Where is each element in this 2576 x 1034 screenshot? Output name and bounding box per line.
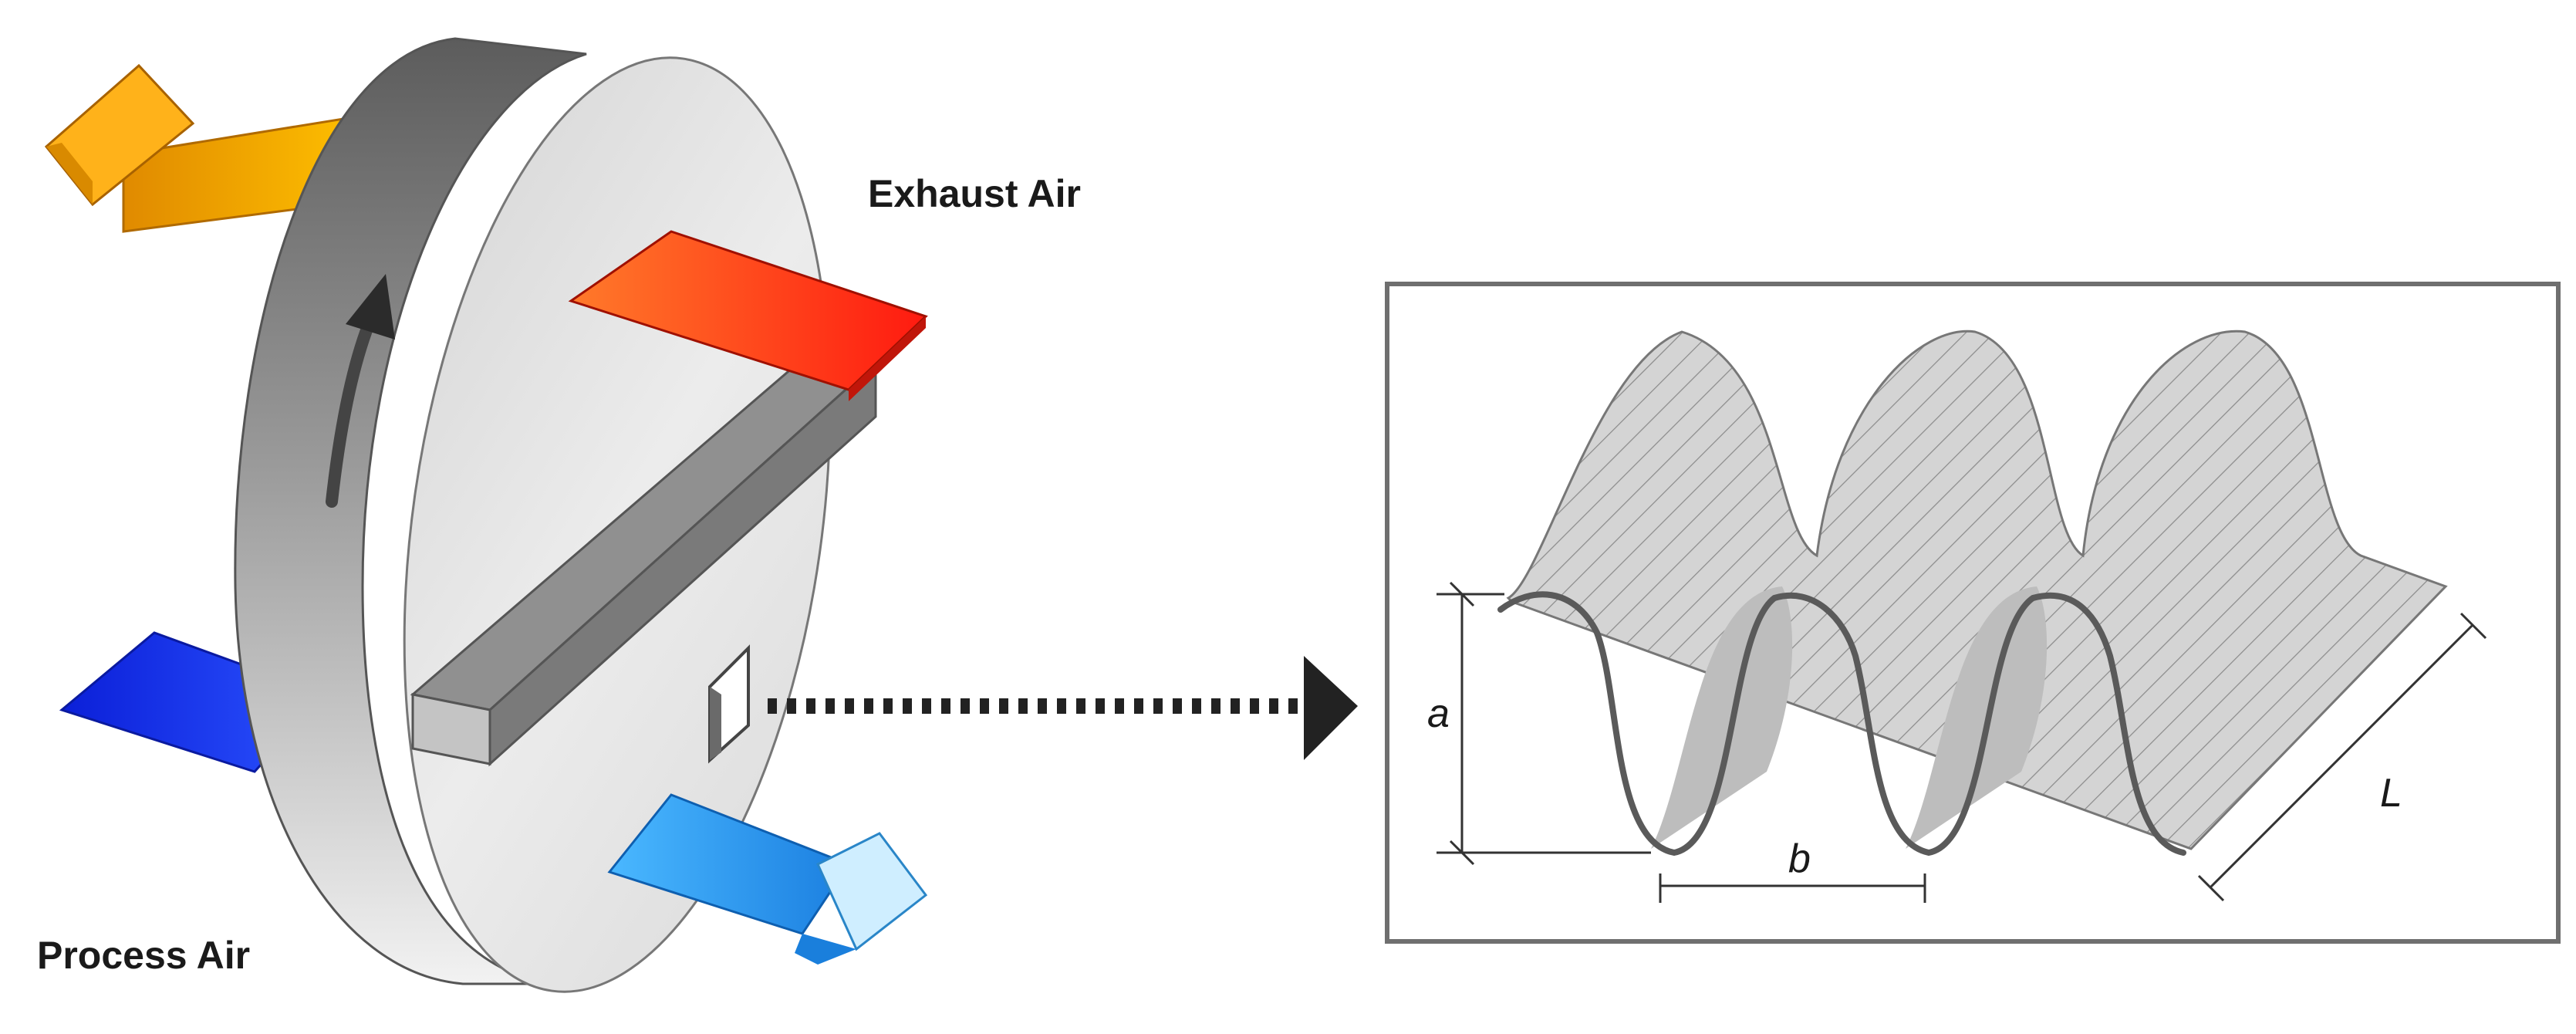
dimension-a: a (1427, 581, 1651, 866)
corrugated-sheet-back (1506, 329, 2448, 850)
dimension-L-label: L (2380, 771, 2402, 816)
corrugation-profile (1497, 591, 2186, 857)
corrugation-trough-1 (1651, 586, 1793, 849)
corrugation-trough-2 (1906, 586, 2048, 849)
detail-window (708, 644, 750, 764)
divider-bar (410, 360, 879, 767)
dimension-b-label: b (1788, 836, 1811, 881)
process-air-outlet-arrow (607, 793, 928, 965)
dimension-L: L (2197, 612, 2487, 902)
process-air-label: Process Air (37, 934, 250, 977)
corrugation-detail-panel: a b L (1385, 282, 2561, 944)
wheel-rim (234, 37, 587, 985)
dimension-a-label: a (1427, 691, 1450, 736)
exhaust-air-label: Exhaust Air (868, 172, 1081, 215)
dimension-b: b (1659, 836, 1926, 903)
rotation-arrow-icon (326, 274, 395, 508)
wheel-assembly: Exhaust Air Process Air (37, 37, 1081, 993)
dotted-arrow-icon (768, 656, 1358, 760)
